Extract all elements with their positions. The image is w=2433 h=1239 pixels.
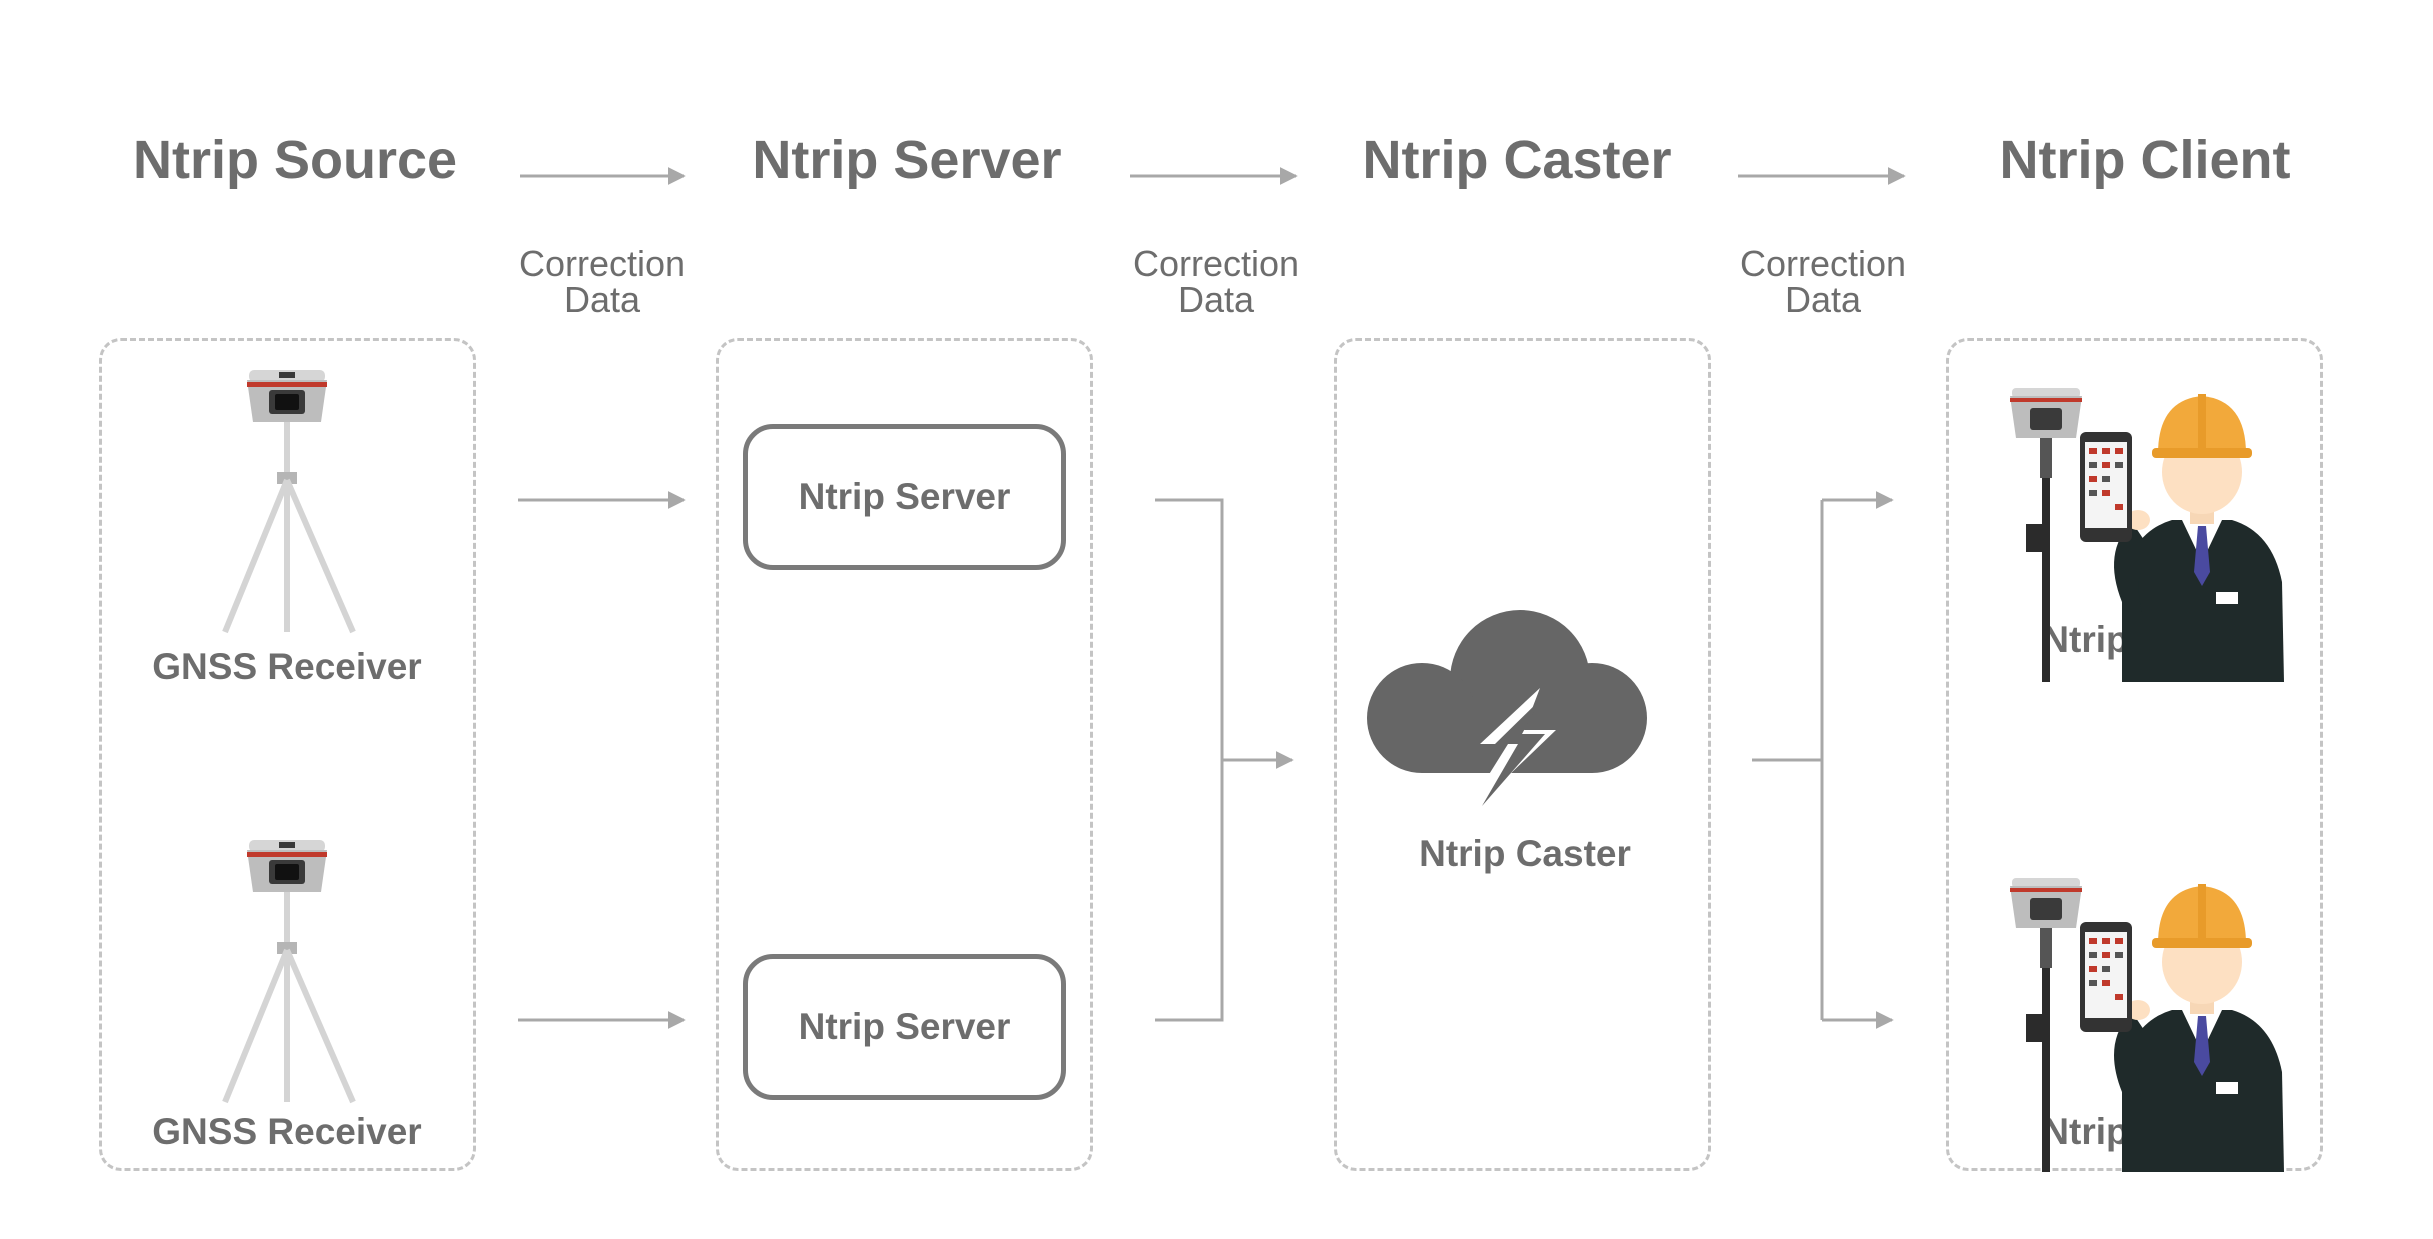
header-ntrip-source: Ntrip Source [132, 130, 458, 190]
cloud-lightning-icon [1367, 610, 1647, 824]
surveyor-icon [2010, 878, 2284, 1172]
flow-label-line1: Correction [1132, 243, 1300, 284]
server-column [716, 338, 1093, 1171]
flow-arrows [518, 491, 1894, 1029]
ntrip-server-box-1: Ntrip Server [743, 424, 1066, 570]
header-ntrip-client: Ntrip Client [1999, 130, 2291, 190]
flow-label-line2: Data [1784, 279, 1862, 320]
flow-label-line2: Data [563, 279, 641, 320]
gnss-receiver-label-2: GNSS Receiver [152, 1111, 422, 1152]
source-column [99, 338, 476, 1171]
ntrip-server-box-label: Ntrip Server [798, 476, 1011, 517]
ntrip-server-box-2: Ntrip Server [743, 954, 1066, 1100]
gnss-receiver-icon [225, 370, 353, 632]
ntrip-server-box-label: Ntrip Server [798, 1006, 1011, 1047]
flow-label-3: Correction Data [1703, 246, 1943, 318]
header-ntrip-caster: Ntrip Caster [1362, 130, 1672, 190]
flow-label-2: Correction Data [1096, 246, 1336, 318]
caster-column [1334, 338, 1711, 1171]
ntrip-caster-label: Ntrip Caster [1419, 833, 1631, 874]
gnss-receiver-icon [225, 840, 353, 1102]
flow-label-line2: Data [1177, 279, 1255, 320]
flow-label-line1: Correction [1739, 243, 1907, 284]
surveyor-icon [2010, 388, 2284, 682]
flow-label-1: Correction Data [482, 246, 722, 318]
header-ntrip-server: Ntrip Server [752, 130, 1062, 190]
gnss-receiver-label-1: GNSS Receiver [152, 646, 422, 687]
flow-label-line1: Correction [518, 243, 686, 284]
connector [1155, 498, 1224, 1022]
